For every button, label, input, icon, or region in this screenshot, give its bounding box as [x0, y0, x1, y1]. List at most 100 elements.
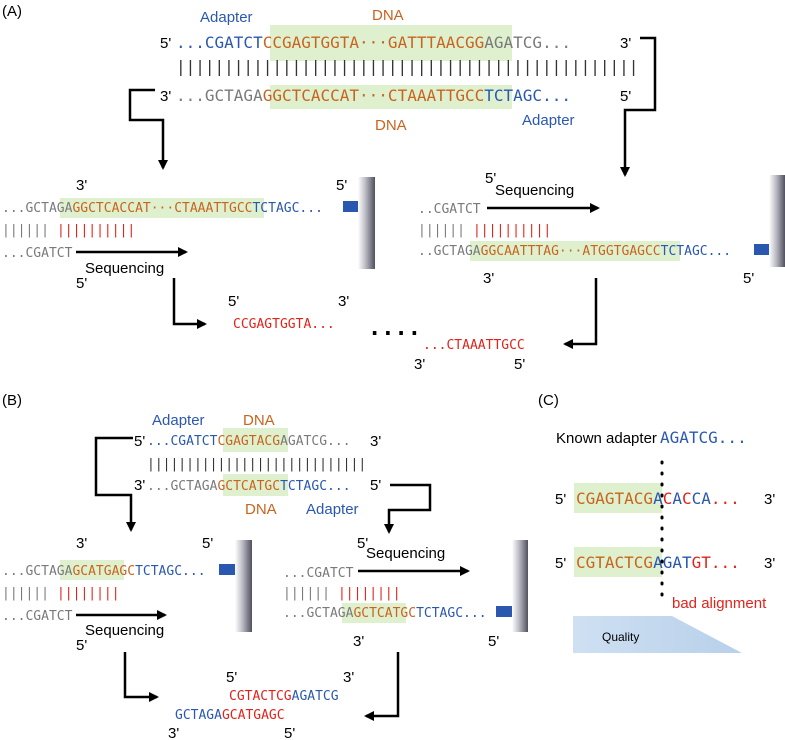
three-prime-label: 3': [343, 669, 354, 686]
three-prime-label: 3': [620, 35, 631, 52]
flowcell-anchor: [754, 244, 772, 255]
base-pairs: ||||||||||||||||: [2, 223, 135, 238]
read-row-1: CGAGTACGACACCA...: [576, 489, 740, 508]
known-adapter-seq: AGATCG...: [660, 428, 747, 447]
flowcell-anchor: [219, 564, 237, 575]
read-sequence: CGTACTCGAGATCG: [229, 689, 339, 704]
read-sequence: ...CTAAATTGCC: [423, 338, 525, 353]
template-strand: ...GCTAGAGCATGAGCTCTAGC...: [2, 564, 206, 579]
known-adapter-label: Known adapter: [556, 430, 657, 447]
dna-label-bottom: DNA: [245, 501, 277, 518]
base-pairs: ||||||||||||||: [283, 586, 401, 601]
three-prime-label: 3': [764, 491, 775, 508]
dna-label-top: DNA: [243, 412, 275, 429]
dna-label-bottom: DNA: [375, 117, 407, 134]
sequencing-label: Sequencing: [85, 260, 164, 277]
five-prime-label: 5': [488, 633, 499, 650]
primer: ...CGATCT: [283, 566, 354, 581]
five-prime-label: 5': [336, 177, 347, 194]
template-strand: ...GCTAGAGCTCATGCTCTAGC...: [283, 606, 487, 621]
five-prime-label: 5': [743, 270, 754, 287]
base-pairs: ||||||||||||||||: [418, 223, 551, 238]
template-strand: ..GCTAGAGGCAATTTAG···ATGGTGAGCCTCTAGC...: [418, 244, 731, 259]
flowcell-anchor: [496, 606, 514, 617]
sequencing-label: Sequencing: [366, 545, 445, 562]
panel-c-label: (C): [538, 392, 559, 409]
insert-highlight-top: [270, 25, 512, 61]
five-prime-label: 5': [555, 555, 566, 572]
five-prime-label: 5': [228, 293, 239, 310]
three-prime-label: 3': [134, 477, 145, 494]
bad-alignment-label: bad alignment: [672, 595, 767, 612]
five-prime-label: 5': [226, 669, 237, 686]
insert-highlight: [60, 198, 264, 218]
adapter-label-top: Adapter: [200, 9, 253, 26]
adapter-label-bottom: Adapter: [306, 501, 359, 518]
insert-highlight-bottom: [270, 85, 512, 109]
three-prime-label: 3': [160, 88, 171, 105]
insert-highlight: [223, 474, 288, 496]
base-pair-bars: ||||||||||||||||||||||||||||||||||||||||…: [176, 57, 638, 76]
read-row-2: CGTACTCGAGATGT...: [576, 553, 740, 572]
top-strand: ...CGATCTCCGAGTGGTA···GATTTAACGGAGATCG..…: [176, 33, 571, 52]
primer: ...CGATCT: [2, 609, 73, 624]
three-prime-label: 3': [414, 356, 425, 373]
five-prime-label: 5': [620, 88, 631, 105]
insert-highlight: [60, 560, 124, 580]
sequencing-label: Sequencing: [85, 622, 164, 639]
quality-label: Quality: [602, 630, 639, 644]
top-strand: ...CGATCTCGAGTACGAGATCG...: [147, 434, 351, 449]
flow-arrow: [620, 36, 657, 177]
five-prime-label: 5': [555, 491, 566, 508]
base-pairs: ||||||||||||||: [2, 586, 120, 601]
bottom-strand: ...GCTAGAGGCTCACCAT···CTAAATTGCCTCTAGC..…: [176, 86, 571, 105]
five-prime-label: 5': [370, 477, 381, 494]
flowcell-anchor: [343, 201, 361, 212]
flow-arrow: [364, 652, 400, 721]
five-prime-label: 5': [485, 170, 496, 187]
five-prime-label: 5': [514, 356, 525, 373]
five-prime-label: 5': [357, 535, 368, 552]
three-prime-label: 3': [76, 535, 87, 552]
primer: ..CGATCT: [418, 202, 481, 217]
flowcell-surface: [358, 177, 375, 269]
dna-label-top: DNA: [372, 7, 404, 24]
primer: ...CGATCT: [2, 246, 73, 261]
five-prime-label: 5': [76, 637, 87, 654]
quality-gradient: [573, 616, 742, 653]
insert-highlight: [574, 483, 662, 513]
flowcell-surface: [235, 540, 252, 632]
insert-highlight: [342, 603, 406, 623]
three-prime-label: 3': [168, 725, 179, 740]
three-prime-label: 3': [338, 293, 349, 310]
five-prime-label: 5': [134, 433, 145, 450]
template-strand: ...GCTAGAGGCTCACCAT···CTAAATTGCCTCTAGC..…: [2, 201, 323, 216]
five-prime-label: 5': [76, 275, 87, 292]
five-prime-label: 5': [202, 535, 213, 552]
bottom-strand: ...GCTAGAGCTCATGCTCTAGC...: [147, 479, 351, 494]
three-prime-label: 3': [353, 633, 364, 650]
flow-arrow: [128, 88, 168, 170]
five-prime-label: 5': [160, 35, 171, 52]
three-prime-label: 3': [370, 433, 381, 450]
ellipsis: ····: [368, 322, 421, 347]
three-prime-label: 3': [764, 555, 775, 572]
read-sequence: CCGAGTGGTA...: [233, 317, 335, 332]
sequencing-label: Sequencing: [495, 182, 574, 199]
base-pair-bars: ||||||||||||||||||||||||||||: [147, 457, 366, 472]
insert-highlight: [470, 241, 680, 261]
three-prime-label: 3': [76, 177, 87, 194]
panel-a-label: (A): [2, 3, 22, 20]
flow-arrow: [123, 652, 159, 702]
flow-arrow: [172, 278, 207, 329]
five-prime-label: 5': [284, 725, 295, 740]
flowcell-surface: [512, 540, 528, 632]
panel-b-label: (B): [2, 392, 22, 409]
flowcell-surface: [769, 175, 785, 267]
flow-arrow: [384, 483, 432, 534]
adapter-label-top: Adapter: [152, 412, 205, 429]
flow-arrow: [563, 278, 598, 349]
insert-highlight: [574, 547, 662, 577]
